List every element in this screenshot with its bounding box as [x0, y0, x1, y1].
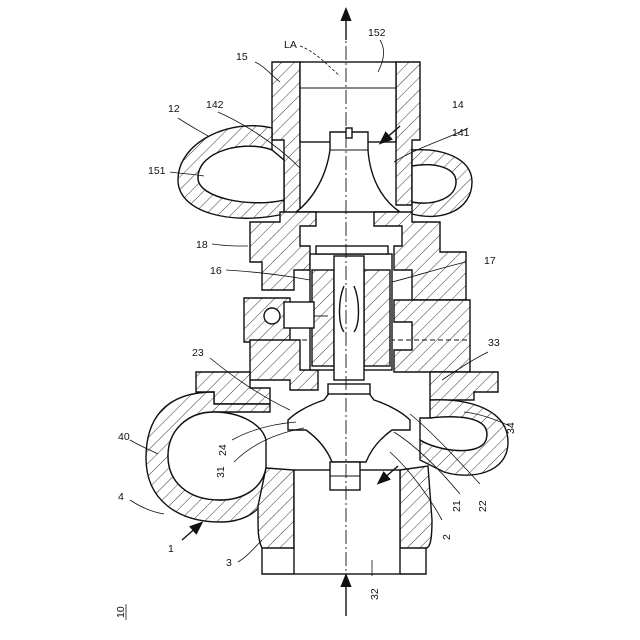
label-12: 12 [168, 103, 180, 115]
assembly-flow-arrow [182, 526, 198, 540]
label-18: 18 [196, 239, 208, 251]
label-24: 24 [217, 444, 229, 456]
label-2: 2 [441, 534, 453, 540]
label-34: 34 [505, 422, 517, 434]
label-141: 141 [452, 127, 470, 139]
label-33: 33 [488, 337, 500, 349]
label-16: 16 [210, 265, 222, 277]
label-32: 32 [369, 588, 381, 600]
label-31: 31 [215, 466, 227, 478]
label-4: 4 [118, 491, 124, 503]
label-3: 3 [226, 557, 232, 569]
figure-number: 10 [115, 604, 127, 620]
label-21: 21 [451, 500, 463, 512]
label-23: 23 [192, 347, 204, 359]
figure-number-text: 10 [115, 606, 127, 618]
label-17: 17 [484, 255, 496, 267]
label-1: 1 [168, 543, 174, 555]
label-151: 151 [148, 165, 166, 177]
label-142: 142 [206, 99, 224, 111]
label-15: 15 [236, 51, 248, 63]
label-la: LA [284, 39, 297, 51]
label-40: 40 [118, 431, 130, 443]
label-14: 14 [452, 99, 464, 111]
label-152: 152 [368, 27, 386, 39]
label-22: 22 [477, 500, 489, 512]
